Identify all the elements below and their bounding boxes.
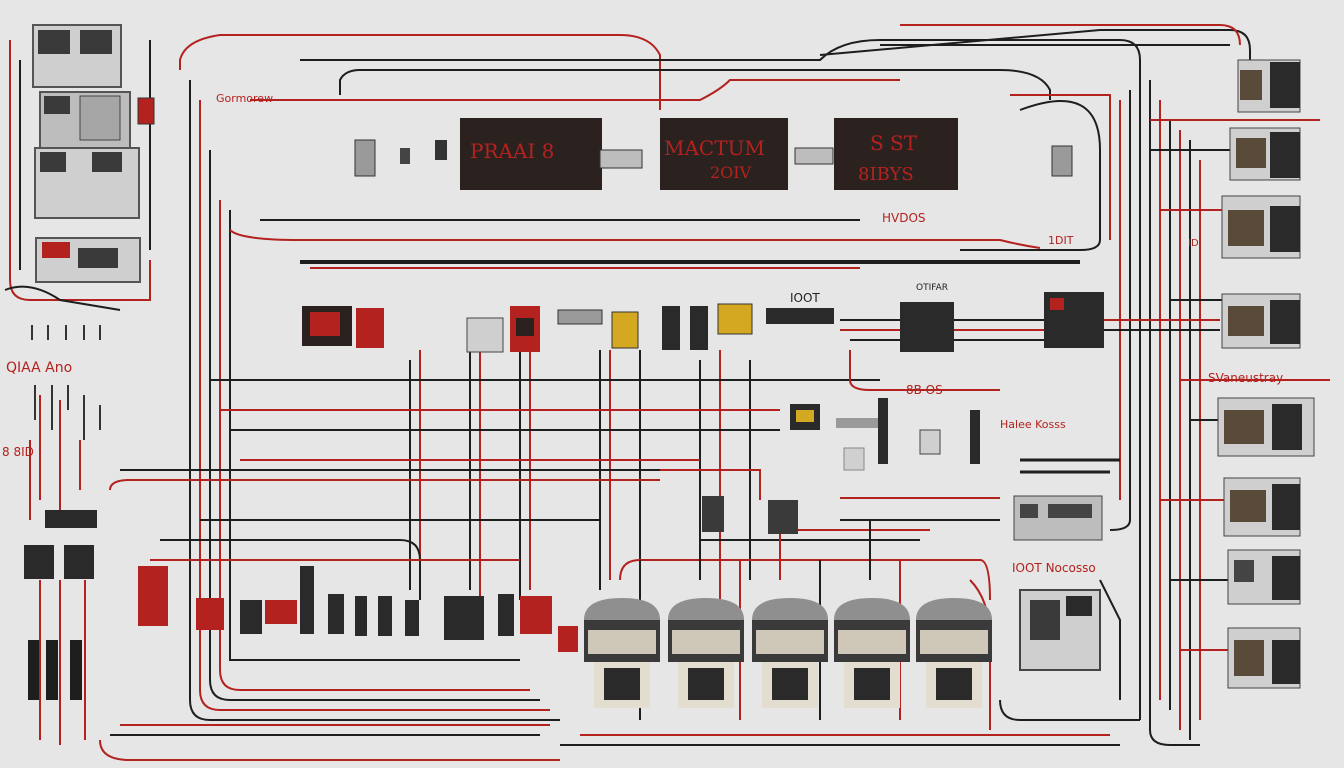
fuse-icon [378,596,392,636]
relay-module-icon [64,545,94,579]
relay-module-icon [1229,127,1301,181]
connector-icon [557,309,603,325]
connector-icon [354,139,376,177]
relay-module-icon [717,303,753,335]
relay-module-icon [702,496,724,532]
display-panel-right: S ST 8IBYS [834,118,958,190]
display-panel-center-line2: 2OIV [710,163,752,182]
fuse-icon [690,306,708,350]
relay-module-icon [1217,397,1315,457]
fuse-icon [356,308,384,348]
center-components [302,292,1104,541]
fuse-icon [328,594,344,634]
display-panel-right-line2: 8IBYS [858,164,914,185]
display-panel-center: MACTUM 2OIV [660,118,788,190]
label-right-2: IDI [1188,238,1202,249]
vacuum-bulb-icon [668,598,744,708]
label-mid-center: IOOT [790,291,820,305]
display-panel-center-line1: MACTUM [664,136,765,160]
connector-icon [919,429,941,455]
display-panel-left: PRAAI 8 [460,118,602,190]
fuse-icon [355,596,367,636]
fuse-icon [265,600,297,624]
relay-module-icon [1237,59,1301,113]
fuse-icon [558,626,578,652]
label-right-lower: IOOT Nocosso [1012,561,1096,575]
relay-module-icon [1221,293,1301,349]
fuse-icon [137,97,155,125]
connector-icon [400,148,410,164]
connector-icon [1051,145,1073,177]
relay-module-icon [444,596,484,640]
fuse-icon [405,600,419,636]
label-right-mid2: 8B OS [906,383,943,397]
label-mid-meter: OTIFAR [916,283,948,293]
fuse-icon [878,398,888,464]
relay-module-icon [1223,477,1301,537]
relay-module-icon [768,500,798,534]
relay-module-icon [611,311,639,349]
relay-module-icon [1221,195,1301,259]
vacuum-bulb-icon [752,598,828,708]
label-right-1: 1DIT [1048,234,1074,247]
fuse-icon [138,566,168,626]
fuse-icon [300,566,314,634]
connector-icon [843,447,865,471]
display-panel-left-text: PRAAI 8 [470,139,554,163]
relay-module-icon [24,545,54,579]
label-left-1: QIAA Ano [6,360,72,376]
label-top-left: Gormorew [216,92,273,105]
label-center-right-top: HVDOS [882,211,926,225]
bulb-row [584,598,992,708]
vacuum-bulb-icon [834,598,910,708]
connector-icon [766,308,834,324]
fuse-icon [520,596,552,634]
display-panel-right-line1: S ST [870,131,918,155]
label-right-section: Halee Kosss [1000,418,1066,431]
connector-icon [435,140,447,160]
connector-icon [836,418,878,428]
relay-module-icon [1227,627,1301,689]
connector-icon [794,147,834,165]
label-right-mid: SVaneustray [1208,371,1283,385]
right-relay-column [1217,59,1315,689]
vacuum-bulb-icon [584,598,660,708]
fuse-icon [662,306,680,350]
vacuum-bulb-icon [916,598,992,708]
left-equipment-stack [24,24,155,745]
fuse-row [138,566,578,652]
fuse-icon [498,594,514,636]
fuse-icon [970,410,980,464]
relay-module-icon [900,302,954,352]
relay-module-icon [466,317,504,353]
fuse-icon [240,600,262,634]
connector-icon [45,510,97,528]
fuse-icon [196,598,224,630]
relay-module-icon [1227,549,1301,605]
connector-icon [599,149,643,169]
wire-network [4,24,1330,761]
label-left-2: 8 8ID [2,445,34,459]
